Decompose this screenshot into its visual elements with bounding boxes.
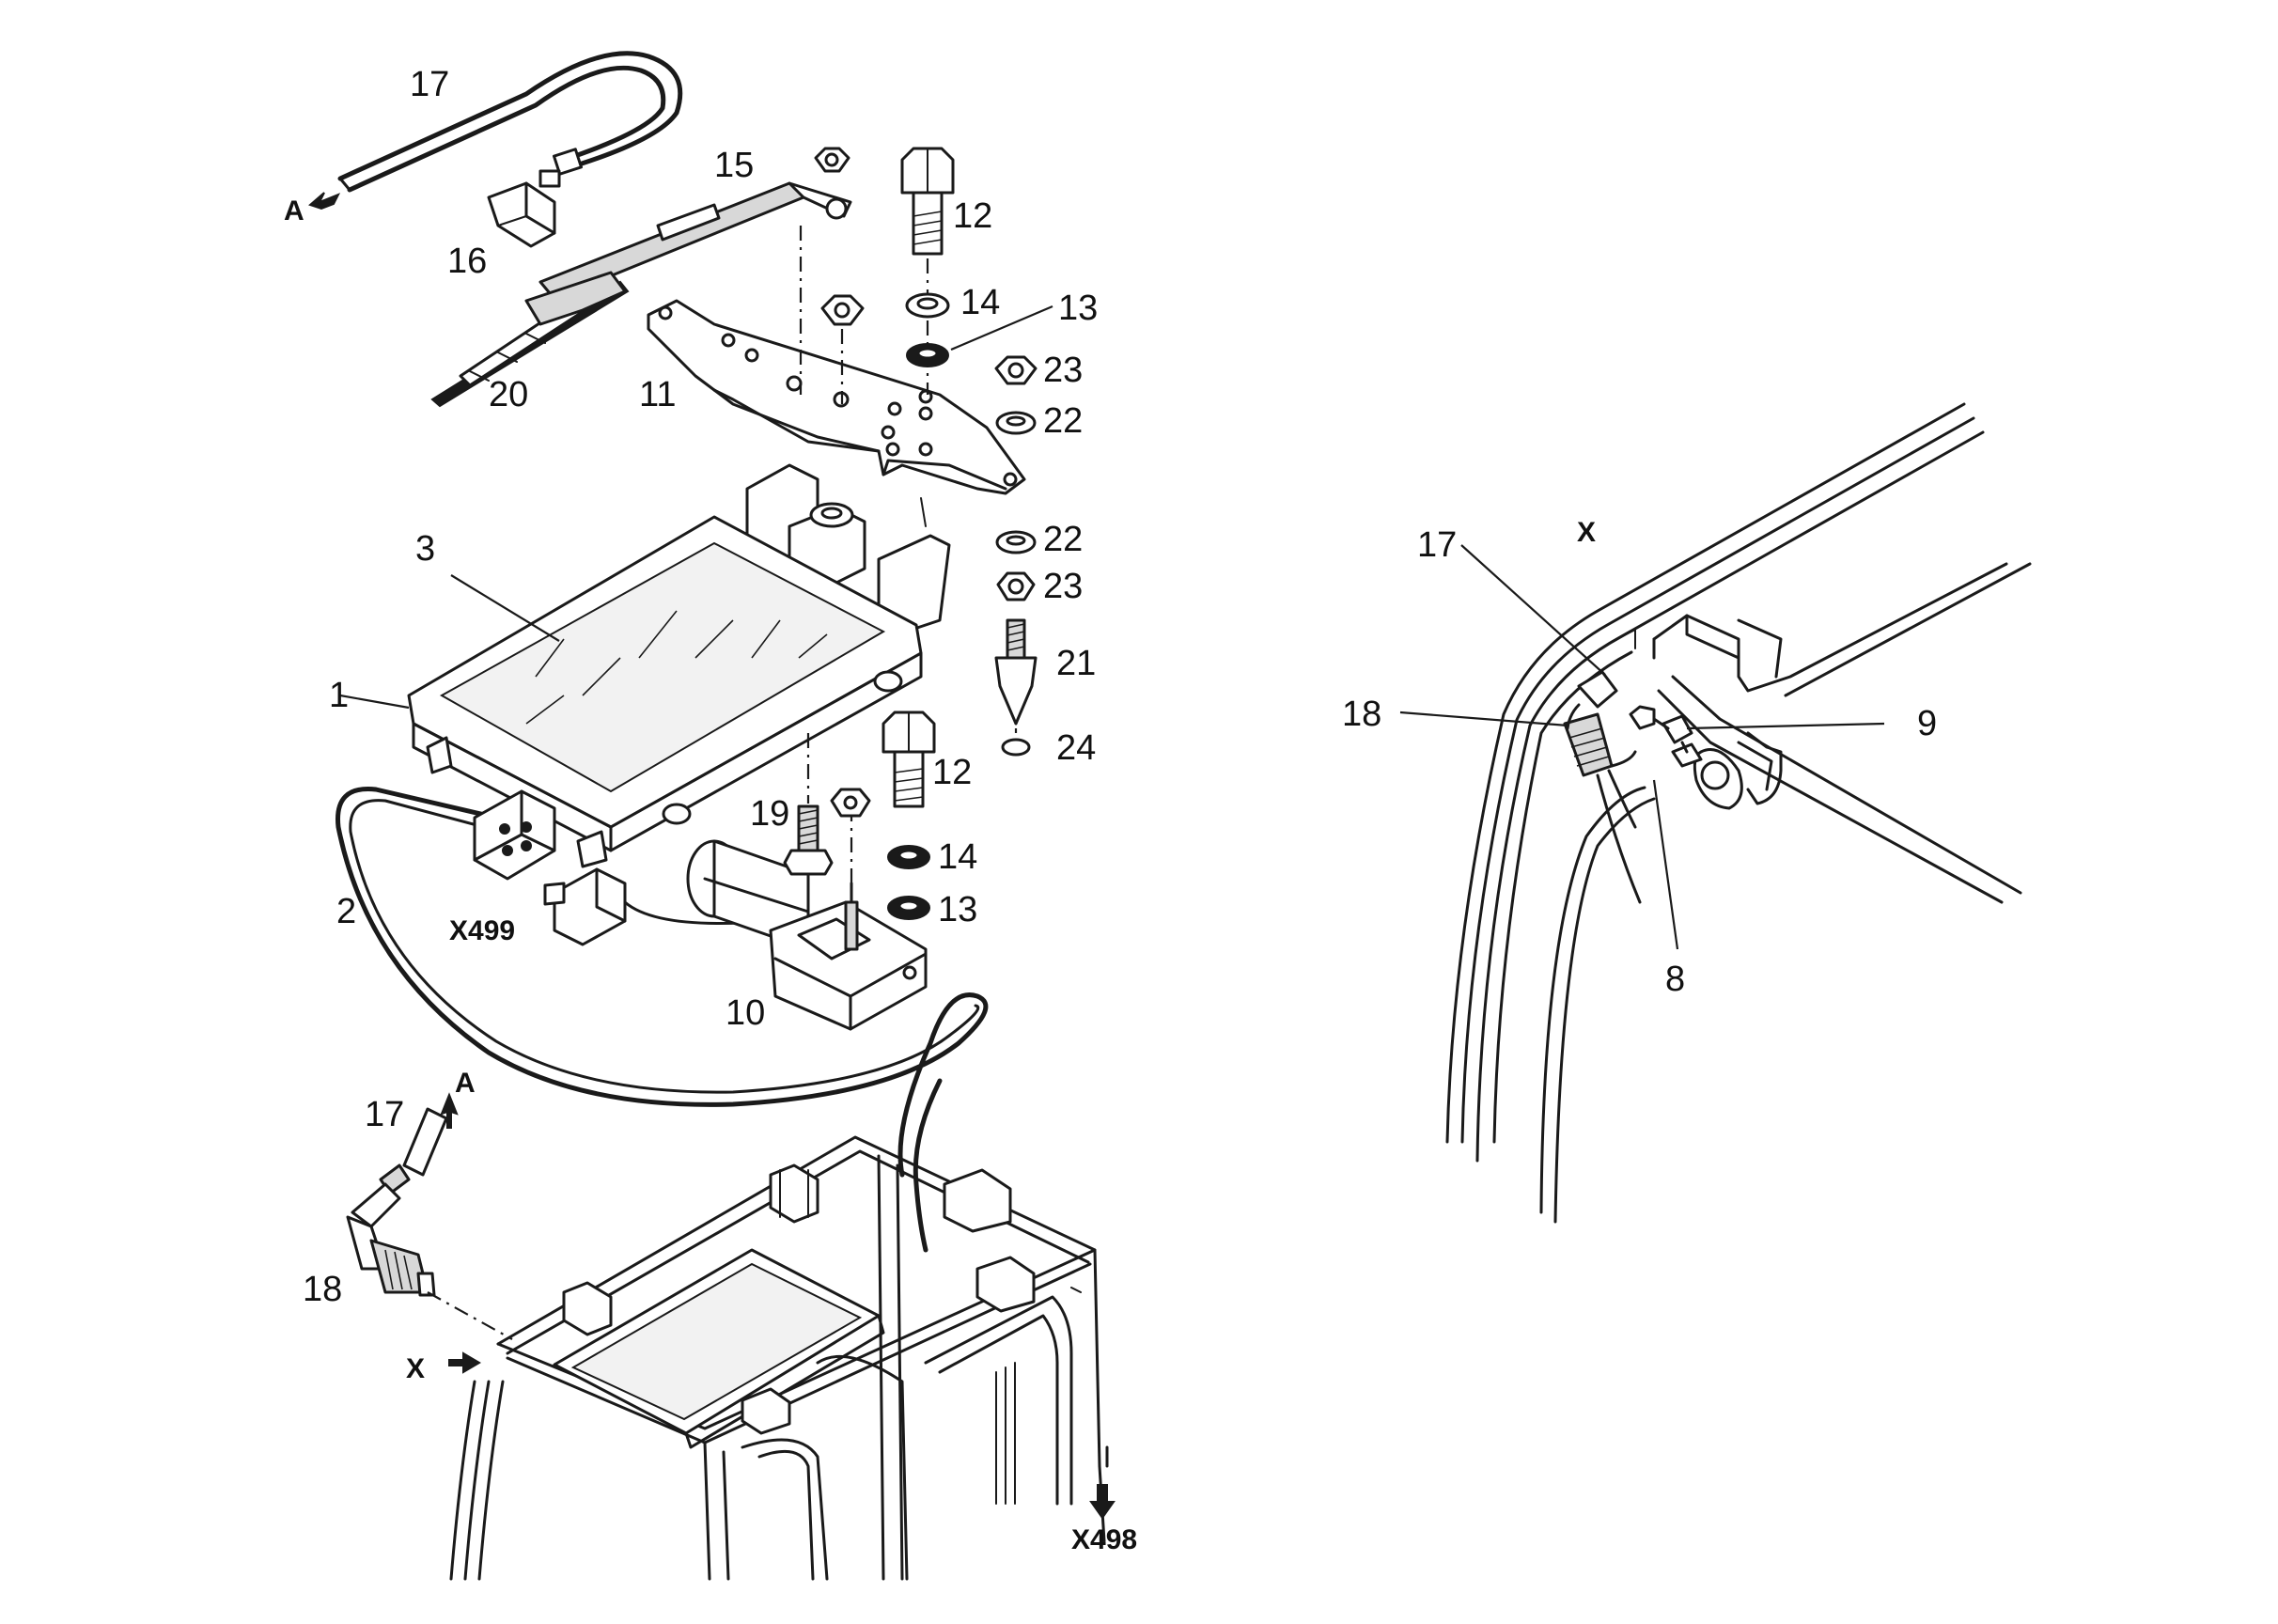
label-23-mid: 23	[1043, 567, 1083, 606]
nut-23-top	[994, 355, 1038, 385]
nut-icon	[830, 788, 871, 818]
hose-17-bottom	[402, 1107, 448, 1177]
harness-2	[335, 787, 989, 1178]
label-x-arrow: X	[406, 1353, 425, 1384]
washer-14-top	[905, 292, 950, 319]
label-detail-x: X	[1577, 517, 1596, 548]
label-a-bottom: A	[455, 1068, 476, 1099]
roof-hatch-opening	[553, 1248, 885, 1449]
arrow-icon	[1089, 1445, 1116, 1520]
label-12-top: 12	[953, 196, 992, 236]
nut-icon	[814, 147, 850, 173]
stud-19	[783, 804, 834, 876]
label-18-bottom: 18	[303, 1270, 342, 1309]
bolt-12-bottom	[882, 710, 936, 808]
label-detail-18: 18	[1342, 695, 1381, 734]
hose-down	[913, 1078, 943, 1253]
label-17-top: 17	[410, 65, 449, 104]
arrow-icon	[448, 1351, 481, 1374]
label-19: 19	[750, 794, 789, 834]
nut-icon	[820, 294, 865, 326]
arrow-icon	[308, 192, 341, 211]
washer-22-mid	[995, 530, 1037, 554]
detail-view-x	[1445, 402, 2032, 1224]
support-stand	[745, 463, 951, 636]
label-x498: X498	[1071, 1524, 1137, 1555]
label-17-bottom: 17	[365, 1095, 404, 1134]
motor-10	[686, 839, 928, 1031]
nozzle-18-bottom	[346, 1163, 436, 1297]
label-13-top: 13	[1058, 289, 1098, 328]
label-x499: X499	[449, 915, 515, 946]
arrow-icon	[440, 1092, 459, 1129]
label-1: 1	[329, 676, 349, 715]
roof-clip	[943, 1168, 1012, 1233]
washer-14-bottom	[887, 845, 930, 869]
wiper-arm-15	[538, 181, 852, 301]
hose-17-top	[337, 51, 683, 193]
label-16: 16	[447, 242, 487, 281]
bolt-12-top	[900, 147, 955, 256]
washer-13-bottom	[887, 896, 930, 920]
roof-clip	[975, 1256, 1036, 1313]
connector-icon	[543, 867, 810, 946]
connector-16	[487, 169, 561, 248]
label-14-top: 14	[960, 283, 1000, 322]
label-22-top: 22	[1043, 401, 1083, 441]
roof-clip	[741, 1387, 791, 1435]
window-frame-3	[407, 515, 923, 868]
label-3: 3	[415, 529, 435, 569]
label-2: 2	[336, 892, 356, 931]
label-10: 10	[726, 993, 765, 1033]
connector-icon	[473, 789, 556, 881]
label-24: 24	[1056, 728, 1096, 768]
label-12-bottom: 12	[932, 753, 972, 792]
label-14-bottom: 14	[938, 837, 977, 877]
washer-22-top	[995, 411, 1037, 435]
label-detail-9: 9	[1917, 704, 1937, 743]
label-21: 21	[1056, 644, 1096, 683]
label-11: 11	[639, 375, 676, 414]
label-detail-8: 8	[1665, 960, 1685, 999]
label-a-top: A	[284, 195, 304, 226]
roof-clip	[769, 1163, 819, 1224]
label-23-top: 23	[1043, 351, 1083, 390]
roof-clip	[562, 1281, 613, 1336]
washer-13-top	[906, 343, 949, 367]
label-13-bottom: 13	[938, 890, 977, 929]
label-20: 20	[489, 375, 528, 414]
ring-24	[1001, 738, 1031, 757]
label-15: 15	[714, 146, 754, 185]
bracket-11	[647, 299, 1026, 495]
stud-21	[994, 618, 1038, 726]
nut-23-mid	[996, 571, 1036, 601]
wiper-blade-20	[430, 271, 630, 408]
label-detail-17: 17	[1417, 525, 1457, 565]
label-22-mid: 22	[1043, 520, 1083, 559]
